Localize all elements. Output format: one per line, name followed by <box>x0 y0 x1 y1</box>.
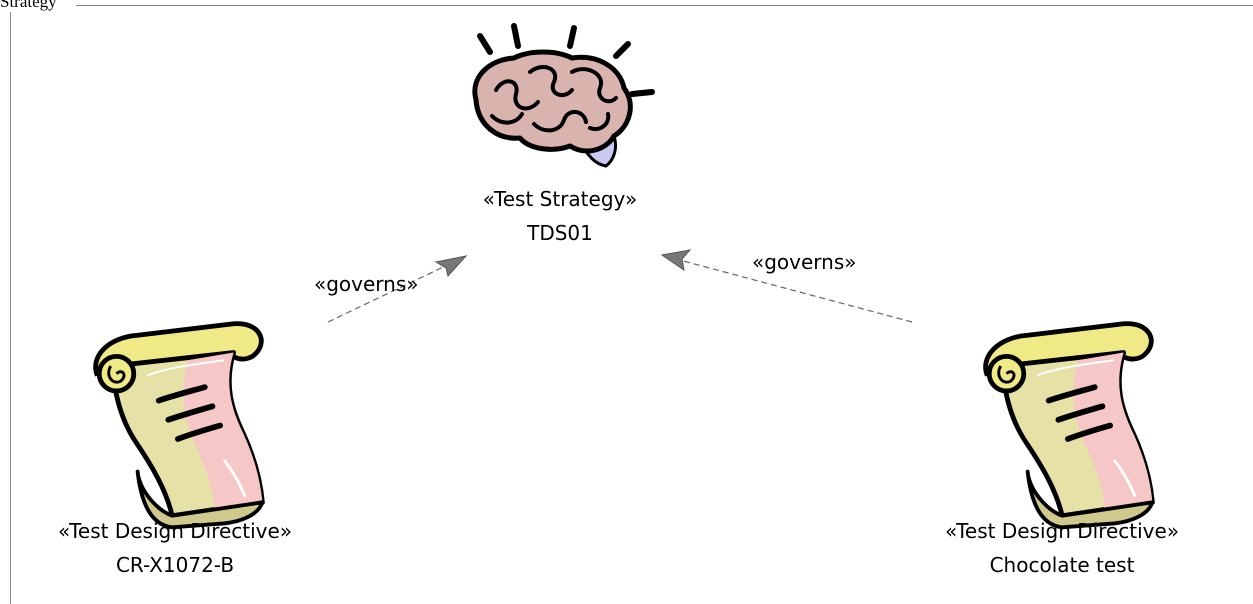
node-name: CR-X1072-B <box>115 553 235 577</box>
diagram-tab-title: Strategy <box>0 0 57 11</box>
governs-label-left: «governs» <box>314 272 419 296</box>
test-design-directive-node[interactable]: «Test Design Directive» CR-X1072-B <box>10 514 340 582</box>
node-stereotype: «Test Design Directive» <box>944 519 1180 543</box>
diagram-frame-top-border <box>76 5 1253 6</box>
governs-connector-left[interactable] <box>327 255 468 323</box>
node-name: TDS01 <box>527 221 593 245</box>
node-stereotype: «Test Design Directive» <box>57 519 293 543</box>
governs-connector-right[interactable] <box>660 249 913 323</box>
diagram-frame-left-border <box>10 12 11 604</box>
test-strategy-node[interactable]: «Test Strategy» TDS01 <box>440 182 680 250</box>
node-name: Chocolate test <box>989 553 1135 577</box>
node-stereotype: «Test Strategy» <box>482 187 638 211</box>
scroll-icon <box>96 324 263 528</box>
governs-label-right: «governs» <box>752 250 857 274</box>
scroll-icon <box>986 324 1153 528</box>
test-design-directive-node[interactable]: «Test Design Directive» Chocolate test <box>897 514 1227 582</box>
brain-icon <box>472 23 655 168</box>
